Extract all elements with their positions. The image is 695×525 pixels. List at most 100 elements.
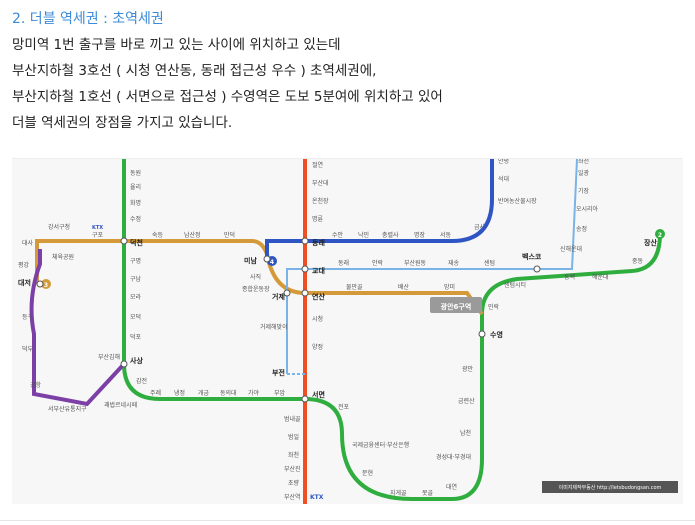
line4-route: [265, 159, 494, 259]
station-label: 동원: [130, 169, 141, 177]
station-label: 부암: [274, 389, 286, 397]
station-label: 충렬사: [382, 231, 399, 239]
station-label: 부전: [272, 368, 285, 377]
donghae-route: [286, 159, 578, 374]
paragraph-line-3: 부산지하철 1호선 ( 서면으로 접근성 ) 수영역은 도보 5분여에 위치하고…: [12, 89, 443, 105]
station-label: 반여농산물시장: [498, 197, 537, 205]
station-label: 신해운대: [560, 245, 582, 253]
station-label: 센텀시티: [504, 281, 526, 289]
station-label: 센텀: [484, 259, 495, 267]
station-label: 개금: [198, 389, 210, 397]
station-label: 좌천: [288, 451, 299, 459]
paragraph-line-1: 망미역 1번 출구를 바로 끼고 있는 사이에 위치하고 있는데: [12, 37, 341, 53]
station-label: 평강: [18, 261, 30, 269]
station-label: 서면: [312, 390, 325, 399]
station-label: 부산진: [284, 465, 301, 473]
station-label: 부산역: [284, 493, 301, 501]
station-label: 절연: [312, 161, 323, 169]
station-label: 덕두: [22, 346, 34, 353]
station-label: 서동: [440, 231, 452, 239]
station-label: 범일: [288, 433, 299, 441]
station-label: 체육공원: [52, 253, 74, 261]
station-label: 양정: [312, 343, 323, 351]
svg-text:3: 3: [44, 282, 48, 289]
station-label: 수영: [490, 330, 503, 339]
station-label: 구남: [130, 275, 142, 283]
ktx-mark: KTX: [310, 494, 324, 501]
station-label: 전포: [338, 403, 350, 411]
station-label: 수정: [130, 216, 141, 223]
station-label: 온천장: [312, 197, 329, 205]
station-label: 못골: [422, 490, 434, 497]
station-label: 냉정: [174, 389, 185, 397]
station-label: 오시리아: [576, 205, 599, 213]
station-label: 송정: [576, 225, 587, 233]
station-label: 대사: [22, 239, 34, 247]
station-markers: [36, 237, 541, 403]
svg-text:4: 4: [270, 259, 274, 266]
paragraph-line-2: 부산지하철 3호선 ( 시청 연산동, 동래 접근성 우수 ) 초역세권에,: [12, 63, 377, 79]
station-label: 장산: [644, 238, 657, 247]
station-label: 덕천: [130, 238, 143, 247]
station-label: 낙민: [358, 231, 369, 239]
station-label: 문현: [362, 469, 373, 477]
station-label: 주례: [150, 389, 161, 397]
station-label: 교대: [312, 266, 325, 275]
station-label: 광안: [462, 365, 474, 373]
line2-route: [122, 159, 662, 501]
badge-line3: [41, 279, 51, 289]
station-label: 부산원동: [404, 259, 427, 267]
station-label: 좌천: [578, 159, 589, 165]
station-label: 감전: [136, 377, 147, 385]
station-label: 기장: [578, 187, 590, 195]
highlight-box: [430, 297, 482, 313]
paragraph-line-4: 더블 역세권의 장점을 가지고 있습니다.: [12, 115, 233, 131]
station-label: 대저: [18, 278, 31, 287]
station-label: 일광: [578, 169, 590, 177]
station-label: 재송: [448, 259, 460, 267]
station-label: 부산대: [312, 179, 329, 187]
station-label: 종합운동장: [242, 285, 270, 293]
station-label: 망미: [444, 283, 455, 291]
station-label: 동래: [312, 238, 325, 247]
station-label: 공항: [30, 381, 42, 389]
station-label: 거제: [272, 292, 285, 301]
station-label: 안락: [372, 259, 384, 267]
station-labels: 절연 부산대 온천장 명륜 동래 교대 연산 시청 양정 부전 서면 범내골 범…: [18, 159, 657, 501]
station-label: 수안: [332, 231, 344, 239]
station-label: 모라: [130, 293, 142, 301]
station-label: 대연: [446, 483, 457, 491]
station-label: 숙등: [152, 231, 164, 239]
station-label: 해운대: [592, 273, 609, 281]
station-label: 미남: [244, 256, 257, 265]
station-label: 만덕: [224, 231, 235, 239]
station-label: 가야: [248, 389, 260, 397]
station-label: 명륜: [312, 215, 324, 223]
station-label: 덕포: [130, 334, 142, 341]
station-label: 명장: [414, 231, 426, 239]
station-label: 초량: [288, 480, 300, 487]
station-label: 사상: [130, 356, 143, 365]
credit-text: 이미지제작부동산 http://letsbudongsan.com: [559, 484, 662, 491]
station-label: 화명: [130, 199, 141, 207]
credit-box: [542, 481, 678, 493]
highlight-label: 광안6구역: [441, 302, 472, 311]
station-label: 경성대·부경대: [436, 453, 471, 461]
station-label: 연산: [312, 292, 325, 301]
station-label: 동의대: [220, 389, 237, 397]
station-label: 배산: [398, 283, 410, 291]
station-label: 모덕: [130, 314, 141, 321]
svg-text:2: 2: [658, 232, 662, 239]
station-label: 부산김해: [98, 353, 120, 361]
ktx-mark-top: KTX: [92, 225, 103, 231]
station-label: 안평: [498, 159, 509, 165]
article: 2. 더블 역세권 : 초역세권 망미역 1번 출구를 바로 끼고 있는 사이에…: [12, 8, 682, 136]
station-label: 금사: [474, 223, 486, 231]
station-label: 사직: [250, 273, 261, 281]
station-label: 중동: [632, 258, 644, 265]
divider: [0, 520, 695, 521]
station-label: 물만골: [346, 283, 363, 291]
station-label: 율리: [130, 183, 141, 191]
station-label: 범내골: [284, 415, 301, 423]
station-label: 금련산: [458, 397, 475, 405]
